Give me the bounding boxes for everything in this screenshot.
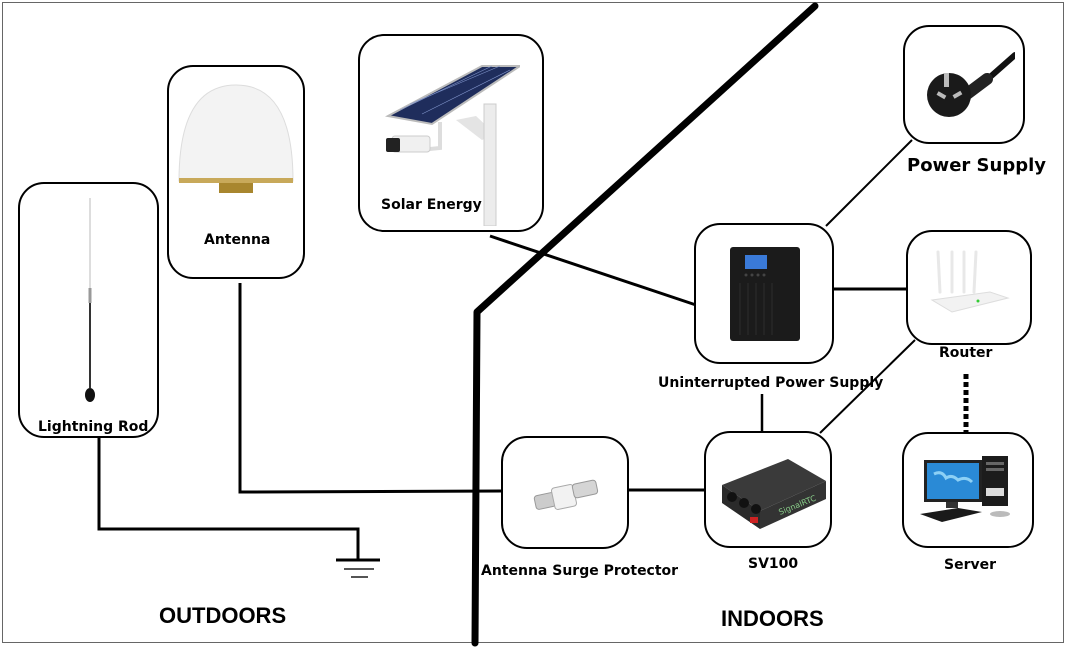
solar-panel-camera-icon — [384, 65, 520, 226]
label-surge-protector: Antenna Surge Protector — [481, 563, 679, 579]
wire-lightning-rod-ground — [97, 437, 360, 559]
dome-antenna-icon — [178, 84, 294, 193]
wire-power-ups — [825, 139, 913, 227]
ups-tower-icon — [730, 247, 800, 341]
lightning-rod-icon — [85, 198, 95, 402]
label-sv100: SV100 — [748, 556, 799, 572]
label-ups: Uninterrupted Power Supply — [658, 375, 884, 391]
desktop-computer-icon — [920, 456, 1010, 522]
surge-protector-icon — [533, 479, 599, 510]
node-server[interactable] — [902, 432, 1034, 548]
node-antenna[interactable]: Antenna — [167, 65, 305, 279]
zone-label-indoors: INDOORS — [721, 606, 824, 631]
node-lightning-rod[interactable]: Lightning Rod — [18, 182, 159, 438]
sv100-device-icon: SignalRTC — [722, 459, 826, 529]
label-server: Server — [944, 557, 997, 573]
node-power-supply[interactable] — [903, 25, 1025, 144]
wifi-router-icon — [930, 250, 1010, 313]
label-power-supply: Power Supply — [907, 155, 1046, 176]
label-antenna: Antenna — [204, 232, 271, 248]
node-solar-energy[interactable]: Solar Energy — [358, 34, 544, 232]
label-lightning-rod: Lightning Rod — [38, 419, 149, 435]
ground-symbol — [336, 558, 380, 578]
wire-router-sv100 — [819, 339, 916, 434]
label-router: Router — [939, 345, 993, 361]
zone-label-outdoors: OUTDOORS — [159, 603, 287, 628]
node-router[interactable] — [906, 230, 1032, 345]
node-surge-protector[interactable] — [501, 436, 629, 549]
power-plug-icon — [927, 52, 1015, 117]
wire-antenna-surge — [238, 283, 503, 494]
node-ups[interactable] — [694, 223, 834, 364]
label-solar-energy: Solar Energy — [381, 197, 482, 213]
indoor-outdoor-boundary — [471, 2, 819, 647]
wire-solar-ups — [489, 234, 697, 307]
node-sv100[interactable]: SignalRTC — [704, 431, 832, 548]
